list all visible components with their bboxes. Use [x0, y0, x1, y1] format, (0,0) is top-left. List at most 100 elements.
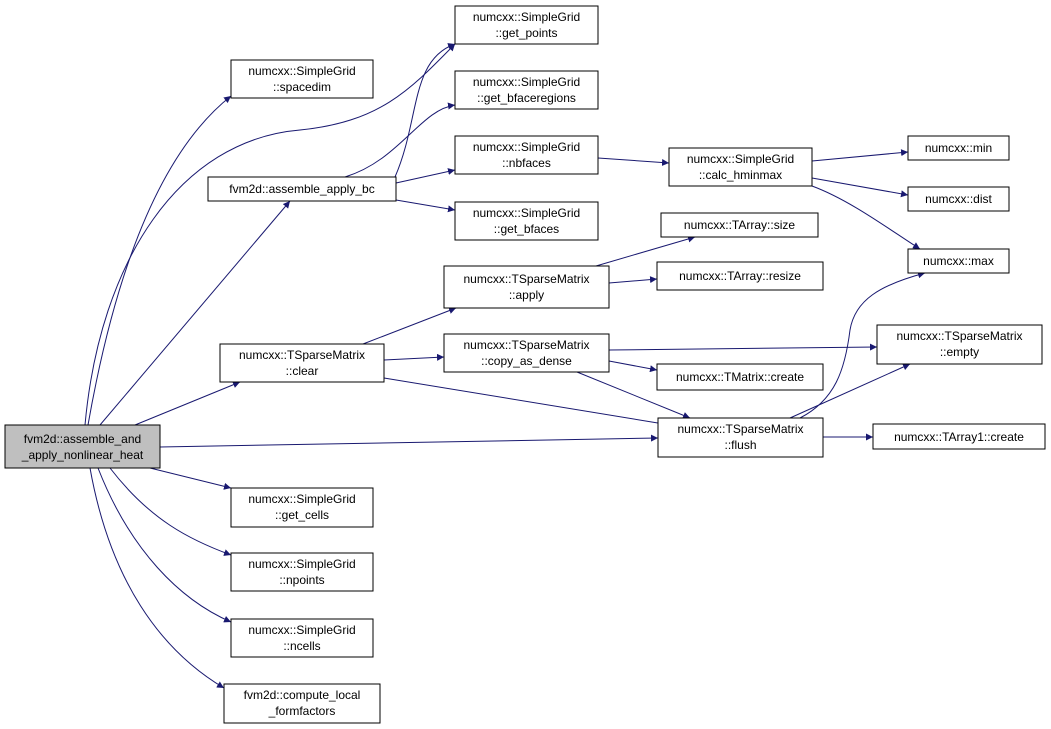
node-numcxx-max[interactable]: numcxx::max	[907, 248, 1010, 274]
node-tarray-size[interactable]: numcxx::TArray::size	[660, 212, 819, 238]
node-simplegrid-get-cells[interactable]: numcxx::SimpleGrid ::get_cells	[230, 487, 374, 528]
node-label-line: numcxx::TSparseMatrix	[463, 272, 589, 286]
node-simplegrid-get-bfaceregions[interactable]: numcxx::SimpleGrid ::get_bfaceregions	[454, 70, 599, 110]
node-label-line: ::npoints	[279, 573, 324, 587]
edge-assemble-apply-bc-to-sg-nbfaces	[395, 168, 456, 184]
edge-line	[597, 157, 670, 166]
node-label-line: ::get_bfaces	[494, 222, 559, 236]
edge-line	[159, 434, 659, 448]
edge-sg-calc-hminmax-to-numcxx-max	[811, 185, 921, 250]
node-tmatrix-create[interactable]: numcxx::TMatrix::create	[656, 363, 824, 391]
node-label-line: ::empty	[940, 345, 979, 359]
edge-line	[149, 467, 232, 490]
node-label-line: fvm2d::assemble_and	[24, 432, 141, 446]
edge-line	[608, 343, 878, 351]
edge-line	[811, 177, 909, 198]
node-tsparsematrix-clear[interactable]: numcxx::TSparseMatrix ::clear	[219, 343, 385, 383]
node-simplegrid-calc-hminmax[interactable]: numcxx::SimpleGrid ::calc_hminmax	[668, 147, 813, 187]
node-label-line: ::get_points	[495, 26, 557, 40]
node-label-line: numcxx::dist	[925, 192, 992, 206]
node-label-line: ::ncells	[283, 639, 320, 653]
edge-tsm-clear-to-tsm-apply	[362, 307, 457, 345]
node-label-line: numcxx::TSparseMatrix	[677, 422, 803, 436]
edge-line	[576, 371, 691, 419]
node-label-line: numcxx::TSparseMatrix	[896, 329, 1022, 343]
edge-line	[84, 43, 456, 426]
node-label-line: numcxx::SimpleGrid	[248, 623, 355, 637]
node-label-line: ::calc_hminmax	[699, 168, 782, 182]
edge-line	[608, 360, 658, 373]
edge-assemble-apply-bc-to-sg-get-bfaceregions	[344, 102, 456, 178]
node-label-line: ::copy_as_dense	[481, 354, 572, 368]
node-assemble-apply-bc[interactable]: fvm2d::assemble_apply_bc	[207, 176, 397, 202]
node-label-line: numcxx::TArray::resize	[679, 269, 801, 283]
edge-line	[97, 467, 232, 623]
edge-root-to-tsm-clear	[134, 381, 241, 426]
node-label-line: numcxx::SimpleGrid	[248, 64, 355, 78]
edge-line	[87, 95, 232, 426]
edge-tsm-copy-as-dense-to-tsm-flush	[576, 371, 691, 419]
edge-line	[595, 235, 696, 267]
edge-line	[395, 199, 456, 213]
node-numcxx-min[interactable]: numcxx::min	[907, 135, 1010, 161]
node-label-line: numcxx::SimpleGrid	[473, 75, 580, 89]
edge-root-to-sg-npoints	[109, 467, 232, 556]
node-label-line: numcxx::TSparseMatrix	[463, 338, 589, 352]
node-numcxx-dist[interactable]: numcxx::dist	[907, 186, 1010, 212]
node-tsparsematrix-flush[interactable]: numcxx::TSparseMatrix ::flush	[657, 417, 824, 458]
edge-root-to-sg-get-points	[84, 43, 456, 426]
node-label-line: fvm2d::compute_local	[244, 688, 361, 702]
edge-tsm-copy-as-dense-to-tmatrix-create	[608, 360, 658, 373]
node-simplegrid-npoints[interactable]: numcxx::SimpleGrid ::npoints	[230, 552, 374, 592]
node-assemble-and-apply-nonlinear-heat[interactable]: fvm2d::assemble_and _apply_nonlinear_hea…	[4, 424, 161, 469]
node-simplegrid-get-points[interactable]: numcxx::SimpleGrid ::get_points	[454, 5, 599, 45]
node-tarray1-create[interactable]: numcxx::TArray1::create	[872, 423, 1046, 450]
edge-assemble-apply-bc-to-sg-get-points	[394, 43, 456, 178]
edge-line	[89, 467, 225, 689]
node-label-line: numcxx::SimpleGrid	[473, 10, 580, 24]
edge-line	[811, 185, 921, 250]
node-label-line: numcxx::TArray1::create	[894, 430, 1024, 444]
node-compute-local-formfactors[interactable]: fvm2d::compute_local _formfactors	[223, 683, 381, 724]
node-label-line: numcxx::SimpleGrid	[473, 206, 580, 220]
node-label-line: numcxx::SimpleGrid	[687, 152, 794, 166]
edge-root-to-sg-spacedim	[87, 95, 232, 426]
edge-line	[134, 381, 241, 426]
node-label-line: ::clear	[286, 364, 319, 378]
node-simplegrid-ncells[interactable]: numcxx::SimpleGrid ::ncells	[230, 618, 374, 658]
edge-sg-calc-hminmax-to-numcxx-min	[811, 149, 909, 162]
edge-line	[608, 276, 658, 284]
edge-root-to-tsm-flush	[159, 434, 659, 448]
node-label-line: ::flush	[724, 438, 756, 452]
edge-line	[109, 467, 232, 556]
edge-tsm-flush-to-numcxx-max	[799, 271, 926, 419]
edge-line	[383, 377, 671, 428]
node-tarray-resize[interactable]: numcxx::TArray::resize	[656, 261, 824, 291]
node-simplegrid-spacedim[interactable]: numcxx::SimpleGrid ::spacedim	[230, 59, 374, 99]
node-label-line: fvm2d::assemble_apply_bc	[229, 182, 374, 196]
edge-tsm-clear-to-tsm-copy-as-dense	[383, 353, 445, 361]
edge-line	[799, 271, 926, 419]
node-label-line: numcxx::SimpleGrid	[473, 140, 580, 154]
node-tsparsematrix-copy-as-dense[interactable]: numcxx::TSparseMatrix ::copy_as_dense	[443, 333, 610, 373]
node-tsparsematrix-apply[interactable]: numcxx::TSparseMatrix ::apply	[443, 265, 610, 309]
edges-layer	[84, 43, 926, 689]
node-label-line: ::nbfaces	[502, 156, 551, 170]
edge-root-to-sg-get-cells	[149, 467, 232, 490]
node-label-line: _formfactors	[268, 704, 336, 718]
edge-root-to-assemble-apply-bc	[99, 200, 291, 426]
edge-line	[344, 102, 456, 178]
edge-line	[811, 149, 909, 162]
node-simplegrid-get-bfaces[interactable]: numcxx::SimpleGrid ::get_bfaces	[454, 201, 599, 241]
node-label-line: _apply_nonlinear_heat	[21, 448, 144, 462]
node-simplegrid-nbfaces[interactable]: numcxx::SimpleGrid ::nbfaces	[454, 135, 599, 175]
node-label-line: ::get_cells	[275, 508, 329, 522]
edge-root-to-sg-ncells	[97, 467, 232, 623]
node-tsparsematrix-empty[interactable]: numcxx::TSparseMatrix ::empty	[876, 324, 1043, 365]
edge-sg-nbfaces-to-sg-calc-hminmax	[597, 157, 670, 166]
node-label-line: numcxx::min	[925, 141, 992, 155]
edge-line	[362, 307, 457, 345]
edge-line	[99, 200, 291, 426]
node-label-line: numcxx::TArray::size	[684, 218, 795, 232]
